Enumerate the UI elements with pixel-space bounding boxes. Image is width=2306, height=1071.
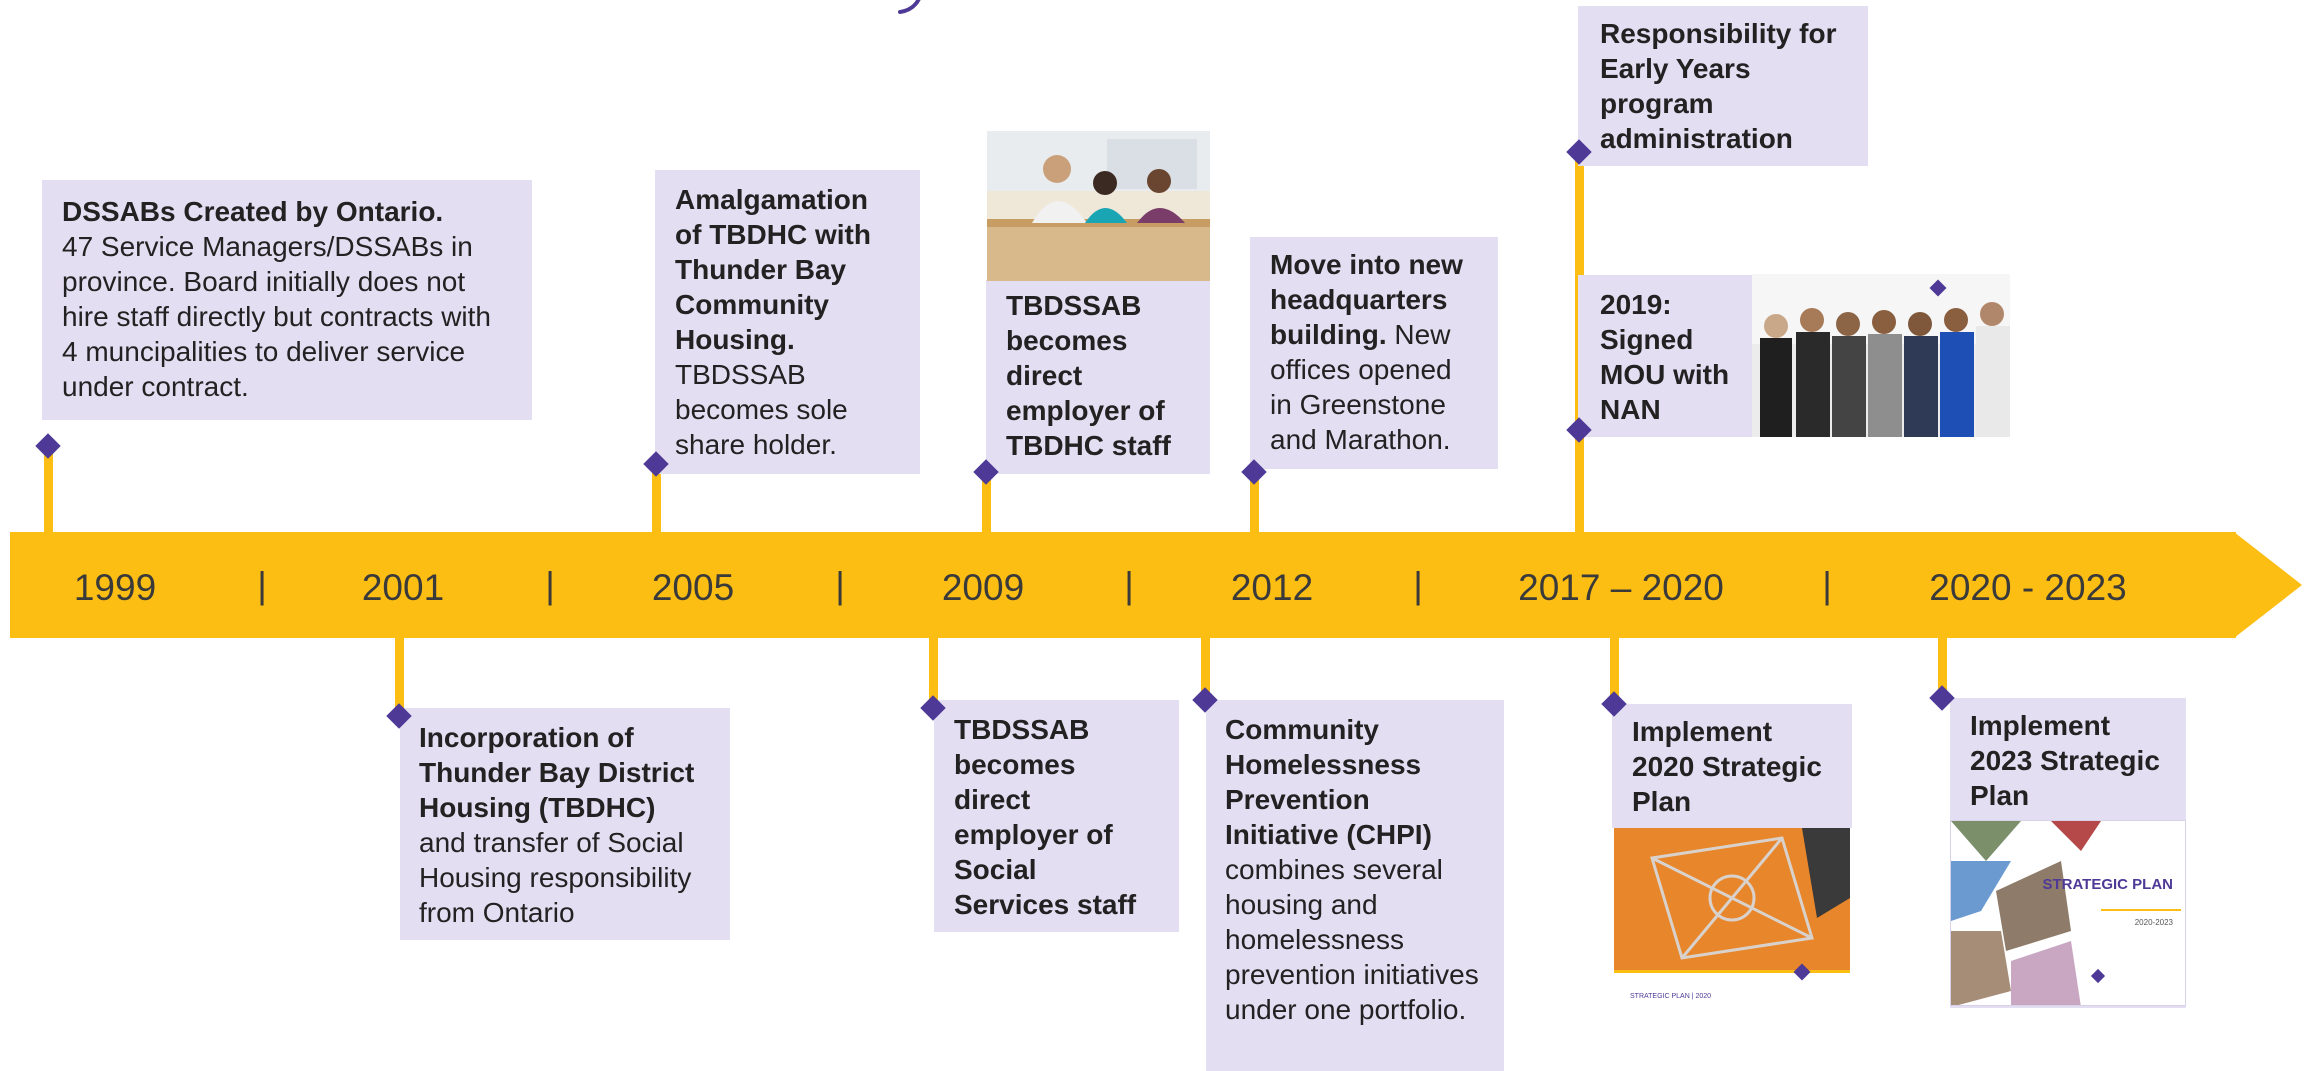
callout-title: Responsibility for Early Years program a… [1600, 18, 1837, 154]
year-label-2001: 2001 [361, 567, 445, 608]
callout-title: TBDSSAB becomes direct employer of TBDHC… [1006, 290, 1171, 461]
callout-title: Implement 2020 Strategic Plan [1632, 716, 1822, 817]
year-separator: | [1124, 565, 1134, 606]
plan-2023-cover-years: 2020-2023 [2135, 918, 2174, 927]
staff-reception-photo [987, 131, 1210, 281]
year-label-2020-2023: 2020 - 2023 [1929, 567, 2127, 608]
year-label-2009: 2009 [941, 567, 1025, 608]
connector-stem [1938, 636, 1947, 696]
callout-incorporation-tbdhc: Incorporation of Thunder Bay District Ho… [400, 708, 730, 940]
callout-employer-social-services: TBDSSAB becomes direct employer of Socia… [934, 700, 1179, 932]
connector-stem [982, 472, 991, 534]
callout-title: Incorporation of Thunder Bay District Ho… [419, 722, 695, 823]
timeline-arrow-band [10, 532, 2236, 638]
callout-body: 47 Service Managers/DSSABs in province. … [62, 231, 491, 402]
year-label-2012: 2012 [1230, 567, 1314, 608]
callout-body: combines several housing and homelessnes… [1225, 854, 1479, 1025]
connector-stem [44, 446, 53, 534]
connector-stem [1610, 636, 1619, 704]
year-label-2017-2020: 2017 – 2020 [1518, 567, 1724, 608]
callout-title: Implement 2023 Strategic Plan [1970, 710, 2160, 811]
callout-title: DSSABs Created by Ontario. [62, 196, 444, 227]
callout-dssabs-created: DSSABs Created by Ontario. 47 Service Ma… [42, 180, 532, 420]
callout-title: 2019: Signed MOU with NAN [1600, 289, 1730, 425]
year-label-1999: 1999 [73, 567, 157, 608]
callout-employer-tbdhc-staff: TBDSSAB becomes direct employer of TBDHC… [986, 280, 1210, 474]
callout-title: Amalgamation of TBDHC with Thunder Bay C… [675, 184, 871, 355]
strategic-plan-2023-cover: STRATEGIC PLAN 2020-2023 [1950, 820, 2186, 1006]
timeline-marker-diamond [35, 433, 61, 459]
strategic-plan-2020-cover: STRATEGIC PLAN | 2020 [1612, 828, 1852, 1014]
connector-stem [929, 636, 938, 708]
callout-body: New offices opened in Greenstone and Mar… [1270, 319, 1452, 455]
callout-early-years: Responsibility for Early Years program a… [1578, 6, 1868, 166]
year-separator: | [1413, 565, 1423, 606]
connector-stem [1250, 472, 1259, 534]
connector-stem [652, 464, 661, 534]
decorative-script-stroke [898, 0, 921, 14]
callout-title: Move into new headquarters building. [1270, 249, 1463, 350]
callout-title: Community Homelessness Prevention Initia… [1225, 714, 1432, 850]
plan-2023-cover-title: STRATEGIC PLAN [2042, 876, 2173, 893]
timeline-arrow-tip [2234, 532, 2302, 638]
year-separator: | [545, 565, 555, 606]
year-separator: | [257, 565, 267, 606]
plan-2020-cover-footer: STRATEGIC PLAN | 2020 [1630, 993, 1711, 1000]
callout-headquarters: Move into new headquarters building. New… [1250, 237, 1498, 469]
year-separator: | [1822, 565, 1832, 606]
callout-chpi: Community Homelessness Prevention Initia… [1206, 700, 1504, 1071]
callout-mou-nan: 2019: Signed MOU with NAN [1578, 275, 1756, 437]
callout-body: and transfer of Social Housing responsib… [419, 827, 692, 928]
nan-group-photo [1752, 274, 2010, 437]
year-label-2005: 2005 [651, 567, 735, 608]
callout-body: TBDSSAB becomes sole share holder. [675, 359, 848, 460]
callout-title: TBDSSAB becomes direct employer of Socia… [954, 714, 1137, 920]
callout-amalgamation: Amalgamation of TBDHC with Thunder Bay C… [655, 170, 920, 474]
connector-stem [1201, 636, 1210, 700]
year-separator: | [835, 565, 845, 606]
connector-stem [395, 636, 404, 716]
